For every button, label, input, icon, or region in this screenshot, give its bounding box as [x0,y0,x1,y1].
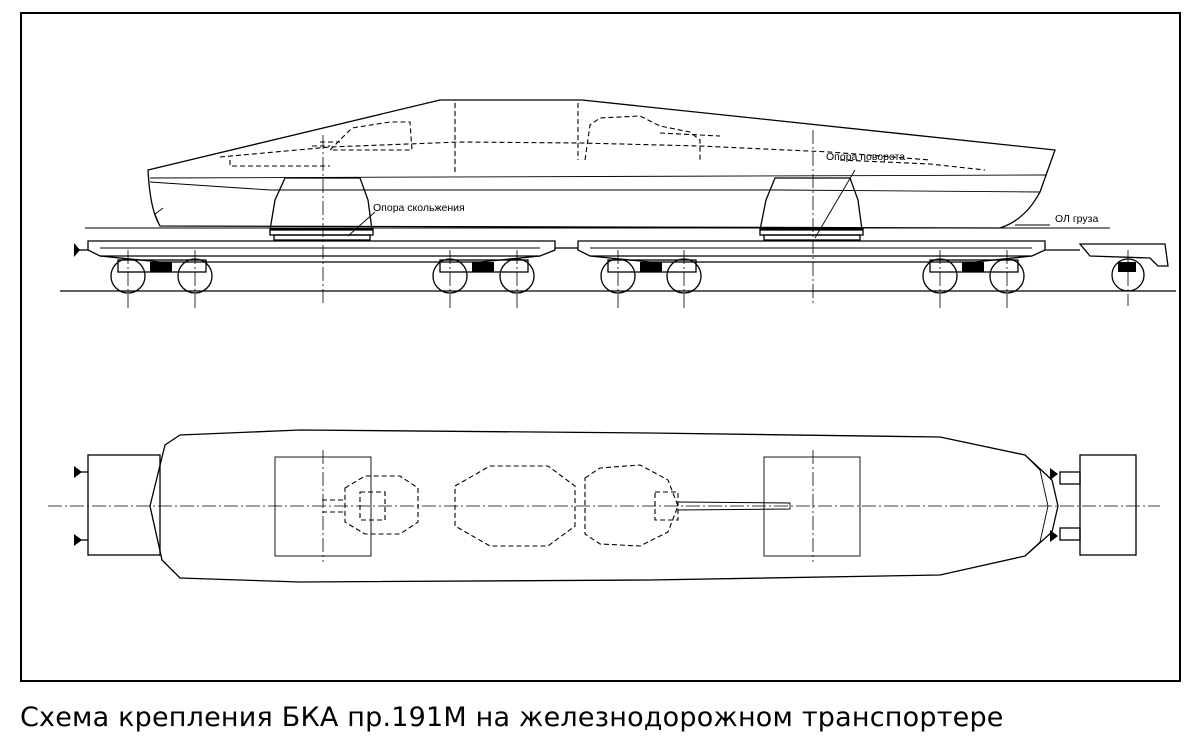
pivot-support-plan [763,456,861,557]
slide-support-label: Опора скольжения [373,202,465,214]
flatcar-2-bogie-rear [922,258,1025,294]
boat-hull-plan [149,429,1059,583]
flatcar-1-bogie-front [110,258,213,294]
flatcar-1-bogie-rear [432,258,535,294]
flatcar-1 [74,240,566,263]
pivot-support-label: Опора поворота [826,151,905,163]
front-turret-plan [584,464,791,547]
left-end-platform [87,454,161,556]
side-view: Опора поворота Опора скольжения ОЛ груза [60,99,1176,308]
boat-hull-side [147,99,1056,229]
coupling-car [1078,243,1169,306]
plan-view [48,429,1160,583]
drawing-frame [20,12,1181,682]
flatcar-2-bogie-front [600,258,702,294]
slide-support [269,177,374,241]
right-end-platform [1079,454,1137,556]
load-waterline-label: ОЛ груза [1055,213,1098,225]
caption: Схема крепления БКА пр.191М на железнодо… [20,702,1004,733]
rear-turret-plan [322,475,419,535]
deckhouse-plan [454,465,576,547]
pivot-support [759,177,864,241]
